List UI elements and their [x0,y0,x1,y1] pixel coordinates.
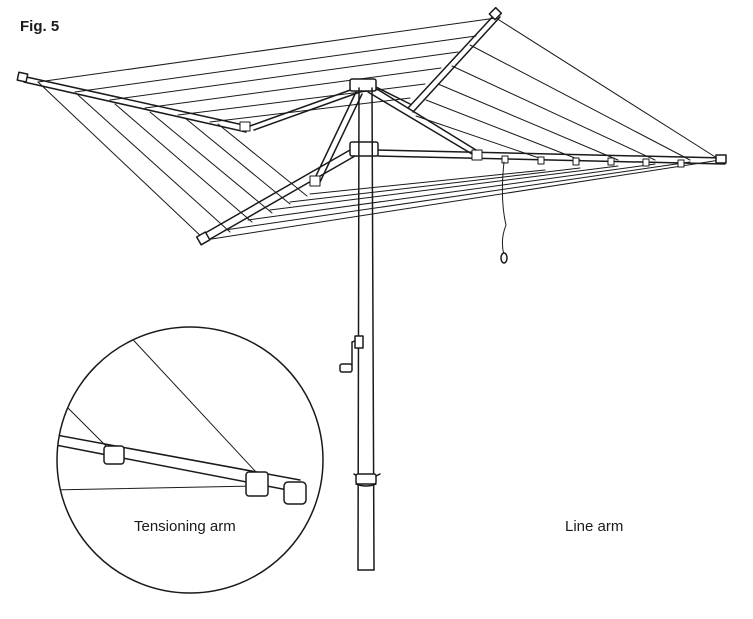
line-arm-label: Line arm [565,518,624,535]
clothes-lines [37,17,721,241]
tensioning-arm-callout [56,326,324,594]
clothesline-arms [16,6,727,246]
tensioning-arm-label: Tensioning arm [134,518,236,535]
figure-label: Fig. 5 [20,18,60,35]
centre-pole [339,87,381,571]
hoist-cord [500,161,508,264]
support-struts [249,78,477,187]
